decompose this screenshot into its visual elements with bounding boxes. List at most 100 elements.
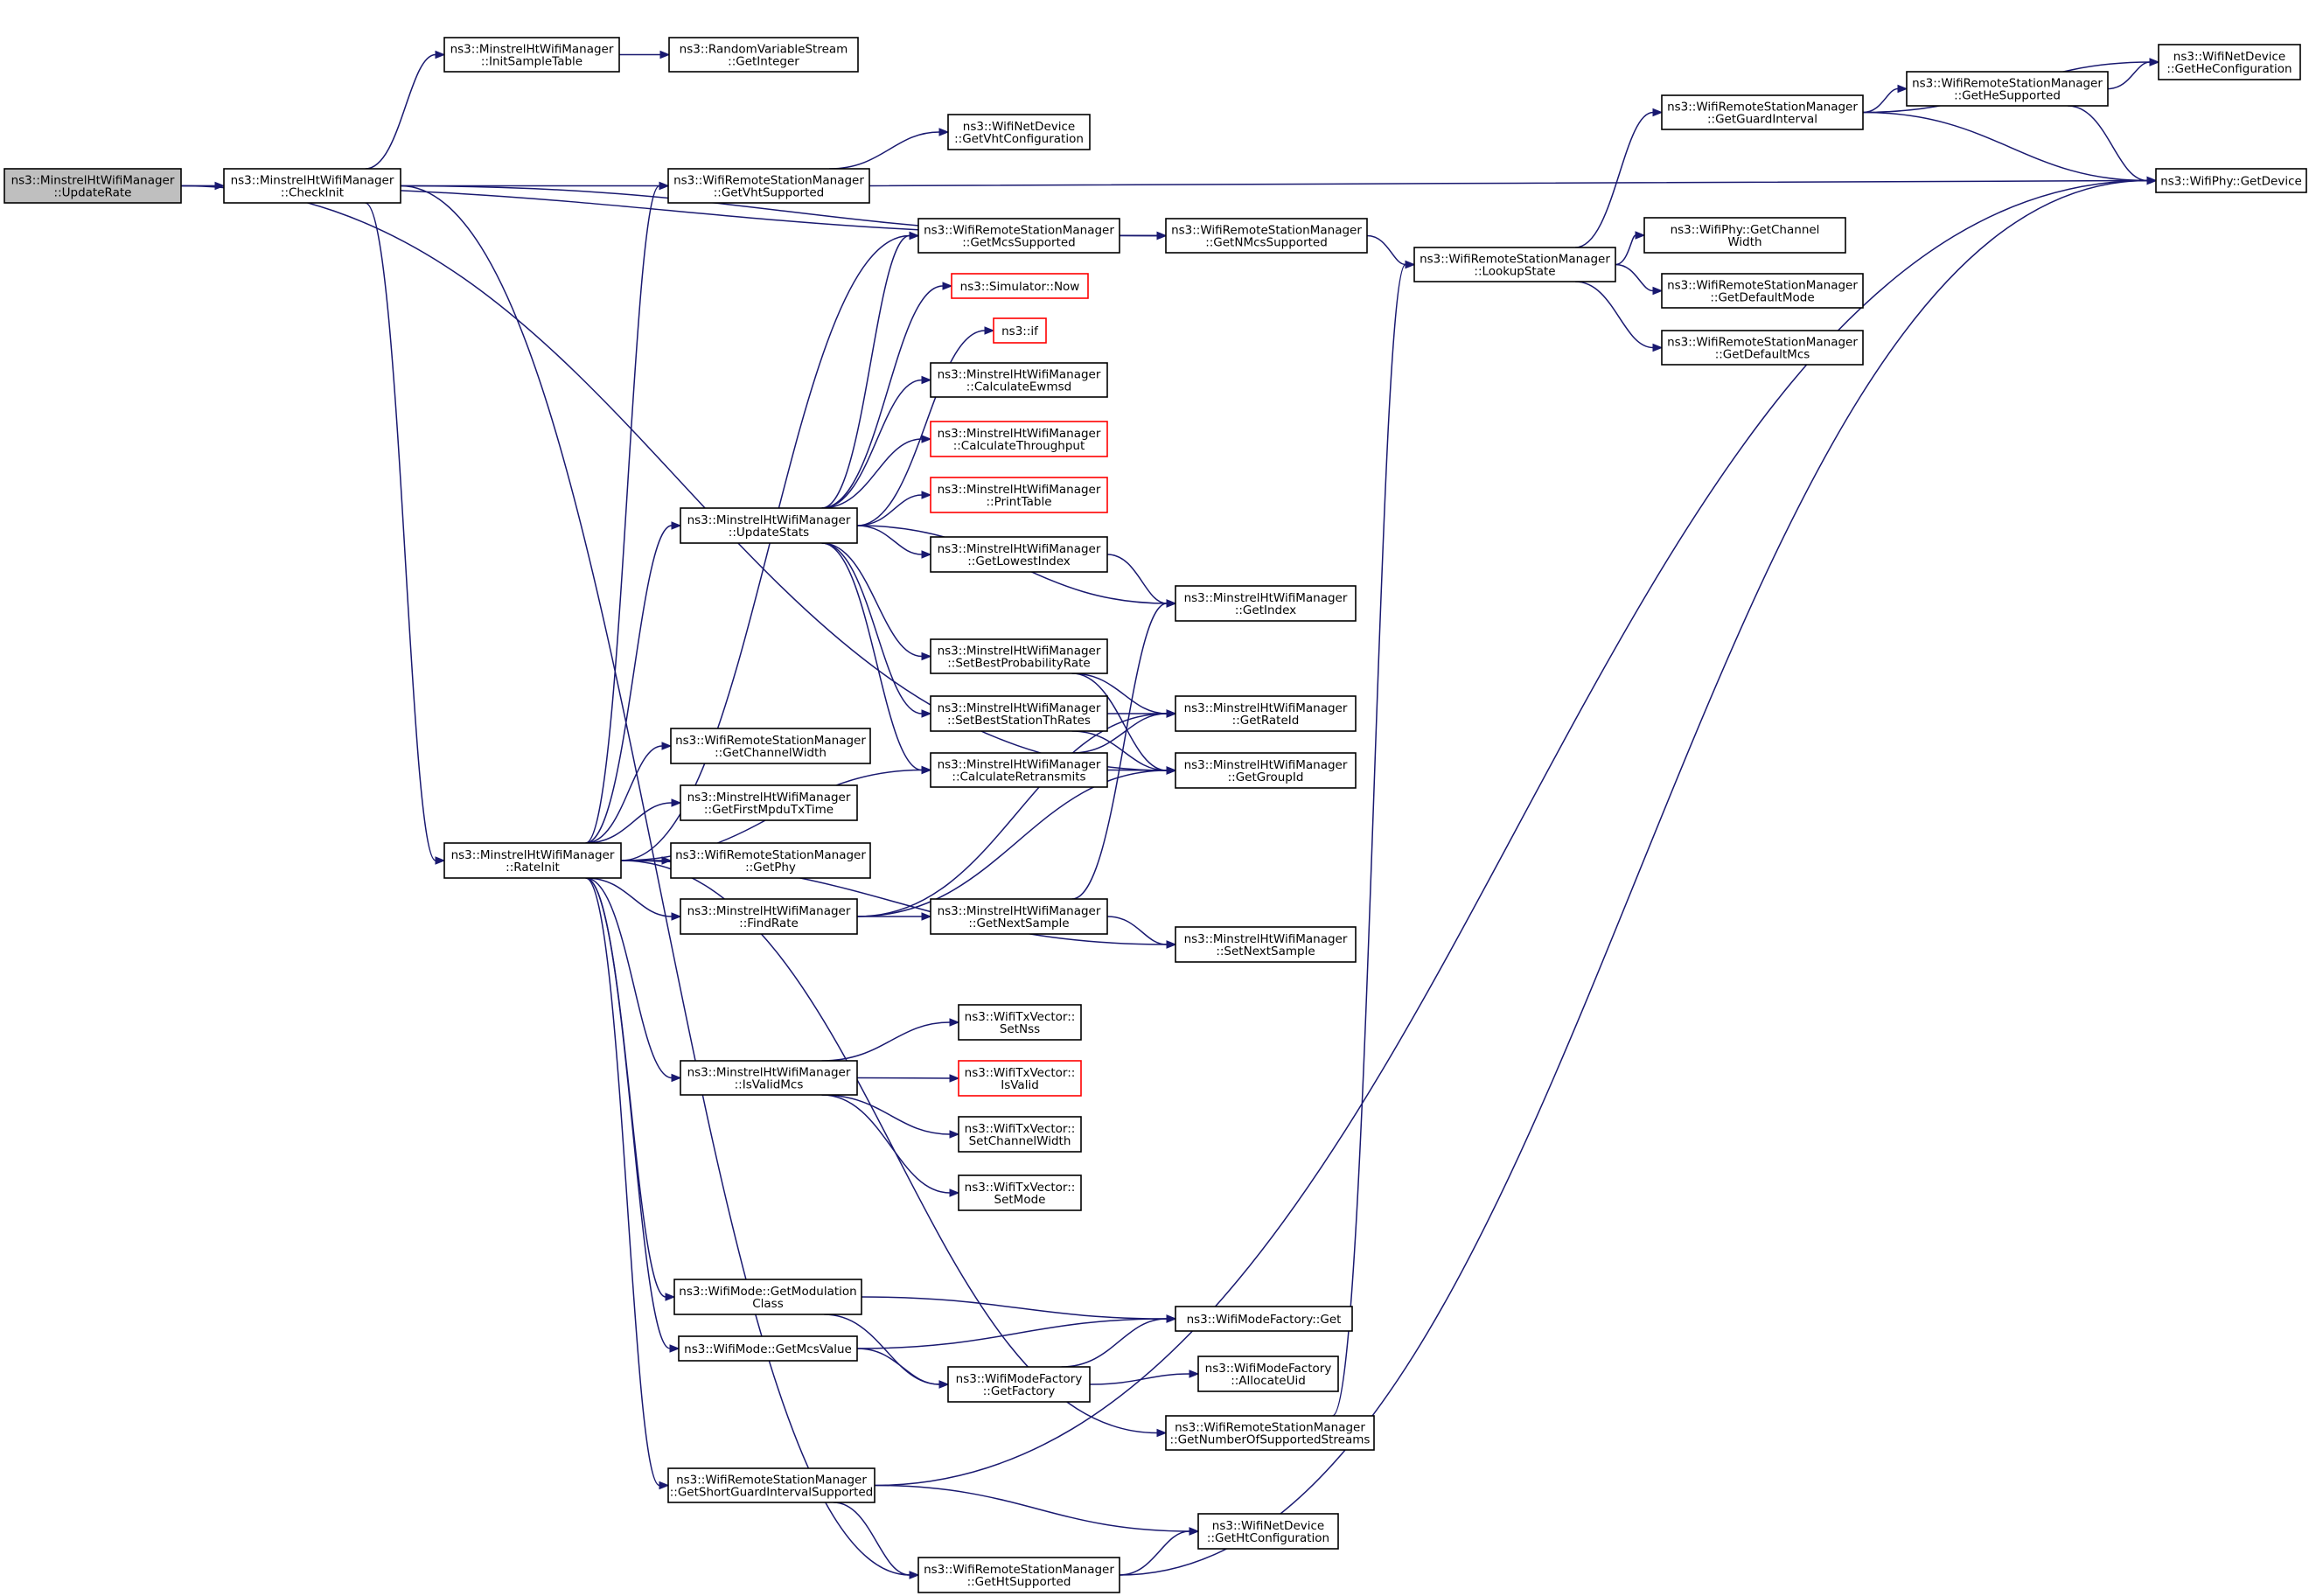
node-getmcssup[interactable]: ns3::WifiRemoteStationManager::GetMcsSup… <box>917 218 1120 254</box>
node-label-line: ns3::WifiTxVector:: <box>965 1066 1076 1080</box>
node-updatestats[interactable]: ns3::MinstrelHtWifiManager::UpdateStats <box>680 507 858 544</box>
node-getindex[interactable]: ns3::MinstrelHtWifiManager::GetIndex <box>1175 585 1357 622</box>
node-getnss[interactable]: ns3::WifiRemoteStationManager::GetNumber… <box>1165 1415 1375 1451</box>
node-printtable[interactable]: ns3::MinstrelHtWifiManager::PrintTable <box>930 477 1108 513</box>
node-box <box>1175 585 1357 622</box>
node-getnmcs[interactable]: ns3::WifiRemoteStationManager::GetNMcsSu… <box>1165 218 1368 254</box>
node-label-line: ns3::WifiRemoteStationManager <box>675 848 866 862</box>
node-label-line: ::GetNextSample <box>968 916 1069 930</box>
node-label-line: ns3::Simulator::Now <box>960 280 1080 294</box>
node-initsample[interactable]: ns3::MinstrelHtWifiManager::InitSampleTa… <box>443 37 620 73</box>
node-rateinit[interactable]: ns3::MinstrelHtWifiManager::RateInit <box>443 842 622 879</box>
node-label-line: ::GetGroupId <box>1228 770 1304 784</box>
node-getvhtsup[interactable]: ns3::WifiRemoteStationManager::GetVhtSup… <box>667 168 870 204</box>
node-defmcs[interactable]: ns3::WifiRemoteStationManager::GetDefaul… <box>1661 330 1864 366</box>
node-label-line: ::GetDefaultMcs <box>1715 348 1810 362</box>
node-getchanw[interactable]: ns3::WifiPhy::GetChannelWidth <box>1643 217 1846 254</box>
node-getheconf[interactable]: ns3::WifiNetDevice::GetHeConfiguration <box>2158 44 2301 80</box>
node-box <box>667 1467 875 1503</box>
node-label-line: SetMode <box>994 1193 1046 1207</box>
node-label-line: ::GetMcsSupported <box>962 236 1076 250</box>
node-findrate[interactable]: ns3::MinstrelHtWifiManager::FindRate <box>680 898 858 935</box>
node-isvalid[interactable]: ns3::WifiTxVector::IsValid <box>958 1060 1082 1097</box>
node-label-line: ::InitSampleTable <box>481 55 582 69</box>
node-updaterate[interactable]: ns3::MinstrelHtWifiManager::UpdateRate <box>3 168 182 204</box>
node-setchw[interactable]: ns3::WifiTxVector::SetChannelWidth <box>958 1116 1082 1153</box>
node-getlowest[interactable]: ns3::MinstrelHtWifiManager::GetLowestInd… <box>930 536 1108 573</box>
node-label-line: ns3::WifiRemoteStationManager <box>676 1474 867 1488</box>
node-box <box>958 1174 1082 1211</box>
node-getfirstmp[interactable]: ns3::MinstrelHtWifiManager::GetFirstMpdu… <box>680 784 858 821</box>
node-getinteger[interactable]: ns3::RandomVariableStream::GetInteger <box>668 37 859 73</box>
edge-gethtsup-to-getdevice <box>1119 176 2158 1576</box>
node-box <box>443 842 622 879</box>
node-gethtsup[interactable]: ns3::WifiRemoteStationManager::GetHtSupp… <box>917 1557 1120 1593</box>
edge-updatestats-to-getlowest <box>856 525 932 559</box>
node-calcretr[interactable]: ns3::MinstrelHtWifiManager::CalculateRet… <box>930 752 1108 788</box>
edge-getfactory-to-mfget <box>1061 1314 1177 1368</box>
node-getmcsval[interactable]: ns3::WifiMode::GetMcsValue <box>678 1335 858 1362</box>
node-checkinit[interactable]: ns3::MinstrelHtWifiManager::CheckInit <box>223 168 401 204</box>
node-label-line: ns3::WifiRemoteStationManager <box>924 1563 1114 1577</box>
node-setbestprob[interactable]: ns3::MinstrelHtWifiManager::SetBestProba… <box>930 638 1108 674</box>
edge-gethesup-to-getheconf <box>2107 58 2160 90</box>
node-allocuid[interactable]: ns3::WifiModeFactory::AllocateUid <box>1197 1356 1339 1392</box>
node-label-line: ns3::MinstrelHtWifiManager <box>687 1066 851 1080</box>
node-calcthr[interactable]: ns3::MinstrelHtWifiManager::CalculateThr… <box>930 421 1108 457</box>
edge-updatestats-to-if <box>856 326 995 526</box>
node-getnextsmp[interactable]: ns3::MinstrelHtWifiManager::GetNextSampl… <box>930 898 1108 935</box>
node-getguard[interactable]: ns3::WifiRemoteStationManager::GetGuardI… <box>1661 94 1864 130</box>
node-label-line: ns3::MinstrelHtWifiManager <box>1184 701 1348 715</box>
node-label-line: SetChannelWidth <box>969 1134 1071 1148</box>
node-gethesup[interactable]: ns3::WifiRemoteStationManager::GetHeSupp… <box>1906 71 2109 107</box>
node-calcewmsd[interactable]: ns3::MinstrelHtWifiManager::CalculateEwm… <box>930 362 1108 398</box>
node-getphy[interactable]: ns3::WifiRemoteStationManager::GetPhy <box>670 842 871 879</box>
node-getvhtconf[interactable]: ns3::WifiNetDevice::GetVhtConfiguration <box>947 114 1091 150</box>
node-isvalidmcs[interactable]: ns3::MinstrelHtWifiManager::IsValidMcs <box>680 1060 858 1096</box>
edge-rateinit-to-getvhtsup <box>585 181 670 844</box>
node-label-line: ns3::WifiMode::GetMcsValue <box>684 1342 852 1356</box>
edge-updatestats-to-calcewmsd <box>821 375 932 509</box>
node-defmode[interactable]: ns3::WifiRemoteStationManager::GetDefaul… <box>1661 273 1864 309</box>
node-label-line: ns3::WifiPhy::GetChannel <box>1671 223 1820 237</box>
node-label-line: ::UpdateRate <box>54 186 132 200</box>
node-gethtconf[interactable]: ns3::WifiNetDevice::GetHtConfiguration <box>1197 1513 1339 1550</box>
node-box <box>930 477 1108 513</box>
node-label-line: ns3::WifiRemoteStationManager <box>1667 336 1858 350</box>
node-getsgi[interactable]: ns3::WifiRemoteStationManager::GetShortG… <box>667 1467 875 1503</box>
node-setmode[interactable]: ns3::WifiTxVector::SetMode <box>958 1174 1082 1211</box>
node-label-line: ::SetNextSample <box>1216 944 1315 958</box>
node-label-line: ns3::MinstrelHtWifiManager <box>938 645 1101 659</box>
edge-updatestats-to-calcthr <box>821 435 932 509</box>
node-simnow[interactable]: ns3::Simulator::Now <box>951 273 1089 299</box>
node-label-line: ::GetLowestIndex <box>967 554 1071 568</box>
node-label-line: Class <box>752 1297 784 1311</box>
node-setbestst[interactable]: ns3::MinstrelHtWifiManager::SetBestStati… <box>930 695 1108 732</box>
edge-rateinit-to-getmcsval <box>585 877 680 1353</box>
edge-rateinit-to-findrate <box>585 877 682 921</box>
node-label-line: ns3::WifiRemoteStationManager <box>1667 101 1858 115</box>
node-label-line: ns3::MinstrelHtWifiManager <box>231 174 394 188</box>
node-setnextsmp[interactable]: ns3::MinstrelHtWifiManager::SetNextSampl… <box>1175 926 1357 963</box>
edge-rateinit-to-getfirstmp <box>585 798 682 844</box>
node-box <box>917 218 1120 254</box>
node-label-line: ns3::WifiRemoteStationManager <box>1912 77 2103 91</box>
edge-getnextsmp-to-getindex <box>1071 599 1177 900</box>
node-mfget[interactable]: ns3::WifiModeFactory::Get <box>1175 1306 1353 1332</box>
node-lookup[interactable]: ns3::WifiRemoteStationManager::LookupSta… <box>1413 247 1616 282</box>
edge-rateinit-to-getmcssup <box>620 231 920 861</box>
node-setnss[interactable]: ns3::WifiTxVector::SetNss <box>958 1004 1082 1041</box>
node-label-line: ns3::WifiModeFactory <box>1205 1362 1332 1376</box>
node-label-line: ns3::MinstrelHtWifiManager <box>938 758 1101 772</box>
node-label-line: ::SetBestStationThRates <box>947 714 1091 728</box>
node-label-line: ns3::MinstrelHtWifiManager <box>687 513 851 527</box>
node-getfactory[interactable]: ns3::WifiModeFactory::GetFactory <box>947 1366 1091 1403</box>
node-getgroupid[interactable]: ns3::MinstrelHtWifiManager::GetGroupId <box>1175 752 1357 789</box>
node-getchwidth[interactable]: ns3::WifiRemoteStationManager::GetChanne… <box>670 728 871 764</box>
node-label-line: ns3::WifiRemoteStationManager <box>1667 279 1858 293</box>
node-getdevice[interactable]: ns3::WifiPhy::GetDevice <box>2155 168 2307 193</box>
edge-getmodclass-to-mfget <box>861 1296 1177 1323</box>
node-if[interactable]: ns3::if <box>993 317 1047 344</box>
node-getrateid[interactable]: ns3::MinstrelHtWifiManager::GetRateId <box>1175 695 1357 732</box>
